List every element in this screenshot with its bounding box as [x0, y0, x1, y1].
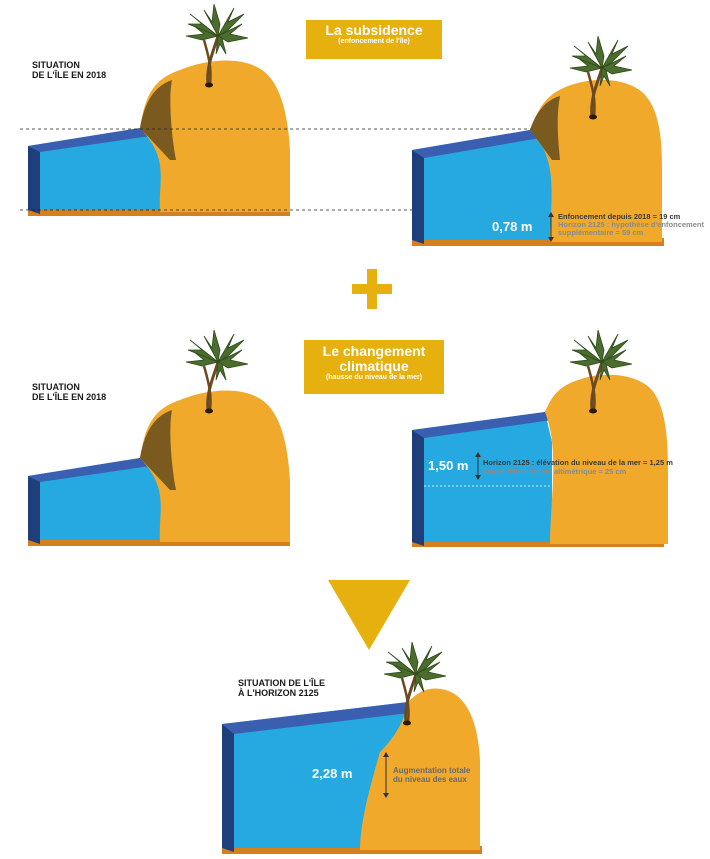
situation-line-2: DE L'ÎLE EN 2018 — [32, 70, 106, 80]
situation-line-1: SITUATION — [32, 60, 106, 70]
situation-label-2018: SITUATION DE L'ÎLE EN 2018 — [32, 382, 106, 402]
water-side — [412, 430, 424, 546]
note-line-1: Horizon 2125 : élévation du niveau de la… — [483, 458, 673, 467]
banner-subtitle: (enfoncement de l'île) — [306, 38, 442, 46]
depth-value-subsidence: 0,78 m — [492, 219, 532, 234]
island-2018-a — [28, 61, 290, 216]
situation-label-2125: SITUATION DE L'ÎLE À L'HORIZON 2125 — [238, 678, 325, 698]
banner-title-line-2: climatique — [304, 359, 444, 374]
banner-subtitle: (hausse du niveau de la mer) — [304, 374, 444, 382]
note-line-2: du niveau des eaux — [393, 775, 470, 784]
note-line-1: Augmentation totale — [393, 766, 470, 775]
banner-title: La subsidence — [306, 23, 442, 38]
water-side — [28, 146, 40, 214]
depth-value-2125: 2,28 m — [312, 766, 352, 781]
situation-line-2: À L'HORIZON 2125 — [238, 688, 325, 698]
water-side — [412, 150, 424, 244]
subsidence-note: Enfoncement depuis 2018 = 19 cm Horizon … — [558, 213, 704, 237]
water-side — [222, 724, 234, 852]
island-2018-b — [28, 391, 290, 546]
situation-line-1: SITUATION — [32, 382, 106, 392]
situation-label-2018: SITUATION DE L'ÎLE EN 2018 — [32, 60, 106, 80]
water-side — [28, 476, 40, 544]
situation-line-2: DE L'ÎLE EN 2018 — [32, 392, 106, 402]
banner-title-line-1: Le changement — [304, 344, 444, 359]
sea-rise-note: Horizon 2125 : élévation du niveau de la… — [483, 458, 673, 476]
banner-subsidence: La subsidence (enfoncement de l'île) — [306, 20, 442, 59]
depth-value-sea-rise: 1,50 m — [428, 458, 468, 473]
down-arrow-icon — [328, 580, 410, 650]
situation-line-1: SITUATION DE L'ÎLE — [238, 678, 325, 688]
banner-climate-change: Le changement climatique (hausse du nive… — [304, 340, 444, 394]
total-increase-note: Augmentation totale du niveau des eaux — [393, 766, 470, 784]
note-line-2: Marge d'incertitude altimétrique = 25 cm — [483, 467, 673, 476]
plus-icon — [352, 269, 392, 309]
note-line-3: supplémentaire = 59 cm — [558, 229, 704, 237]
